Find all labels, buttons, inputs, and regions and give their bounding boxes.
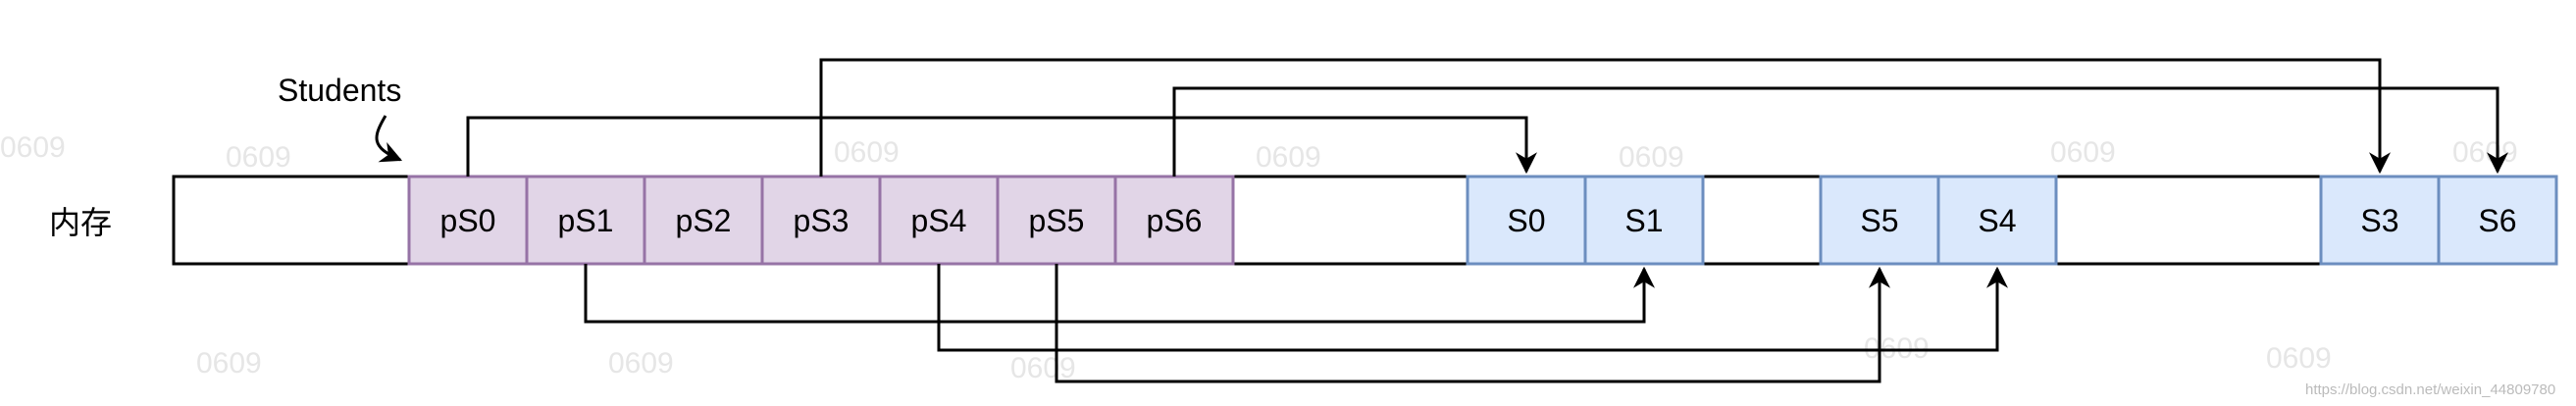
pointer-cell-ps4: pS4 <box>878 175 1000 266</box>
object-cell-box <box>1819 175 1940 266</box>
object-cell-label: S5 <box>1860 203 1898 238</box>
object-cell-label: S6 <box>2478 203 2516 238</box>
memory-empty-blocks <box>172 175 2323 266</box>
object-cell-s5: S5 <box>1819 175 1940 266</box>
source-url-watermark: https://blog.csdn.net/weixin_44809780 <box>2305 381 2555 398</box>
pointer-cell-label: pS2 <box>676 203 732 238</box>
object-cell-box <box>2437 175 2558 266</box>
connector-ps5-s5 <box>1055 264 1890 383</box>
watermark: 0609 <box>2050 136 2116 169</box>
pointer-cell-box <box>643 175 764 266</box>
object-cell-s0: S0 <box>1466 175 1587 266</box>
watermark: 0609 <box>1010 352 1076 384</box>
connector-ps0-s0 <box>466 116 1537 177</box>
watermark: 0609 <box>1619 141 1684 174</box>
pointer-cell-ps3: pS3 <box>760 175 882 266</box>
connector-ps3-s3 <box>819 58 2391 177</box>
watermark: 0609 <box>0 131 66 164</box>
pointer-cell-label: pS4 <box>911 203 967 238</box>
pointer-cell-ps1: pS1 <box>525 175 646 266</box>
empty-memory-block <box>1230 175 1469 266</box>
watermark: 0609 <box>834 136 900 169</box>
object-cell-s4: S4 <box>1936 175 2058 266</box>
pointer-cell-box <box>878 175 1000 266</box>
object-cell-box <box>1936 175 2058 266</box>
object-cell-label: S3 <box>2360 203 2398 238</box>
connector-lines <box>466 58 2508 383</box>
pointer-cell-box <box>1113 175 1235 266</box>
watermark: 0609 <box>2266 342 2332 375</box>
pointer-cell-label: pS3 <box>794 203 850 238</box>
students-label: Students <box>278 73 401 108</box>
watermark: 0609 <box>196 347 262 380</box>
pointer-cell-ps5: pS5 <box>996 175 1117 266</box>
pointer-cell-ps2: pS2 <box>643 175 764 266</box>
pointer-cell-label: pS6 <box>1147 203 1203 238</box>
empty-memory-block <box>1701 175 1823 266</box>
pointer-cell-ps0: pS0 <box>407 175 529 266</box>
watermark: 0609 <box>1256 141 1321 174</box>
memory-label: 内存 <box>49 205 112 240</box>
object-cell-label: S0 <box>1507 203 1545 238</box>
object-cell-s1: S1 <box>1583 175 1705 266</box>
connector-ps6-s6 <box>1172 86 2508 177</box>
object-blocks: S0 S1 S5 S4 S3 S6 <box>1466 175 2558 266</box>
connector-ps4-s4 <box>937 264 2008 352</box>
empty-memory-block <box>172 175 411 266</box>
pointer-cell-ps6: pS6 <box>1113 175 1235 266</box>
empty-memory-block <box>2054 175 2323 266</box>
watermark: 0609 <box>2452 136 2518 169</box>
students-pointer-arrow <box>375 115 403 163</box>
watermark: 0609 <box>226 141 291 174</box>
watermark: 0609 <box>608 347 674 380</box>
object-cell-box <box>1583 175 1705 266</box>
connector-ps1-s1 <box>584 264 1655 324</box>
pointer-cell-box <box>407 175 529 266</box>
object-cell-s6: S6 <box>2437 175 2558 266</box>
pointer-cell-label: pS5 <box>1029 203 1085 238</box>
pointer-array: pS0 pS1 pS2 pS3 pS4 pS5 pS6 <box>407 175 1235 266</box>
object-cell-s3: S3 <box>2319 175 2441 266</box>
object-cell-label: S4 <box>1978 203 2016 238</box>
pointer-cell-label: pS0 <box>440 203 496 238</box>
pointer-cell-label: pS1 <box>558 203 614 238</box>
object-cell-box <box>1466 175 1587 266</box>
object-cell-label: S1 <box>1624 203 1663 238</box>
